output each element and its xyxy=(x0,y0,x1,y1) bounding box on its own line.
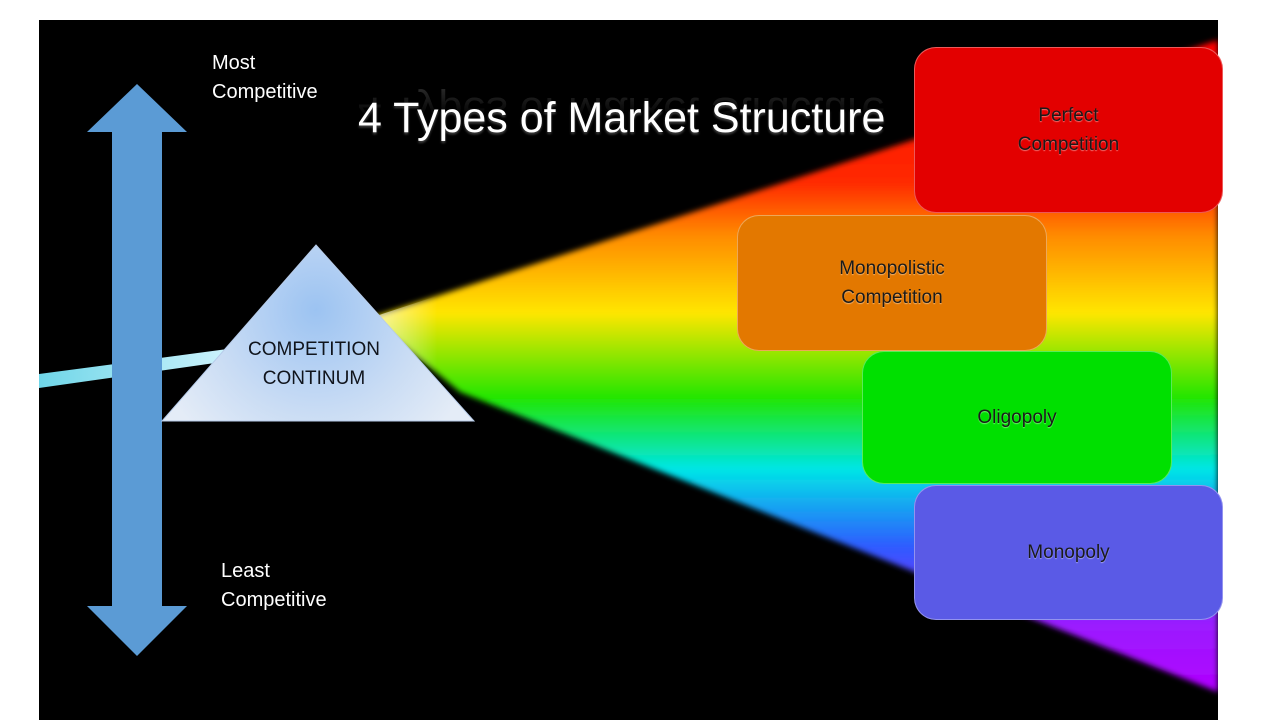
monopolistic-competition-line-1: Monopolistic xyxy=(839,258,945,279)
page-title: 4 Types of Market Structure xyxy=(358,94,886,142)
monopolistic-competition-box: Monopolistic Competition xyxy=(737,215,1047,351)
least-competitive-line-2: Competitive xyxy=(221,589,327,611)
perfect-competition-line-2: Competition xyxy=(1017,134,1120,155)
least-competitive-line-1: Least xyxy=(221,560,270,582)
perfect-competition-line-1: Perfect xyxy=(1038,105,1099,126)
monopoly-label: Monopoly xyxy=(1027,542,1110,563)
competitiveness-double-arrow xyxy=(87,84,187,656)
least-competitive-label: Least Competitive xyxy=(221,557,327,615)
monopoly-box: Monopoly xyxy=(914,485,1223,620)
most-competitive-label: Most Competitive xyxy=(212,49,318,107)
monopolistic-competition-line-2: Competition xyxy=(841,287,943,308)
prism-label: COMPETITION CONTINUM xyxy=(214,335,414,393)
oligopoly-label: Oligopoly xyxy=(977,407,1057,428)
prism-label-line-2: CONTINUM xyxy=(262,368,366,389)
perfect-competition-box: Perfect Competition xyxy=(914,47,1223,213)
prism-triangle xyxy=(160,244,476,422)
prism-label-line-1: COMPETITION xyxy=(248,339,380,360)
oligopoly-box: Oligopoly xyxy=(862,351,1172,484)
most-competitive-line-1: Most xyxy=(212,52,256,74)
most-competitive-line-2: Competitive xyxy=(212,81,318,103)
